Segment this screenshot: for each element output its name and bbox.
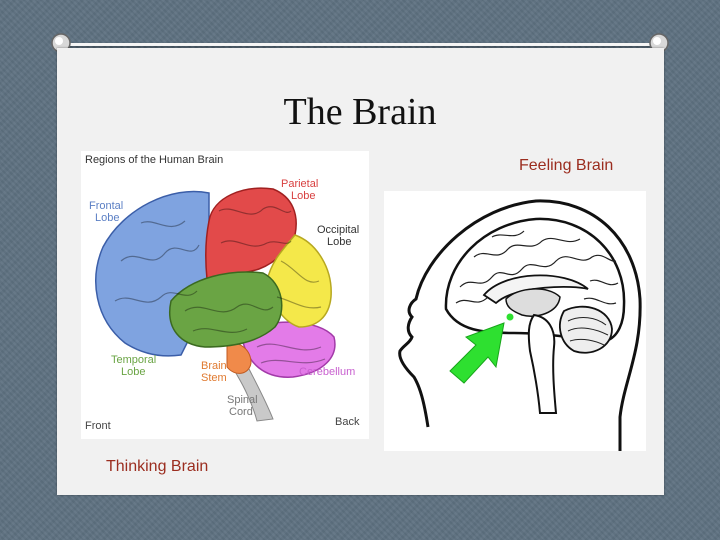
occipital-label-1: Occipital <box>317 224 359 236</box>
brain-regions-diagram: Regions of the Human Brain <box>81 151 369 439</box>
feeling-brain-caption: Feeling Brain <box>519 157 614 174</box>
cerebellum-label: Cerebellum <box>299 366 355 378</box>
temporal-label-2: Lobe <box>121 366 145 378</box>
cerebellum-region <box>240 321 336 378</box>
head-outline <box>398 199 642 451</box>
cerebellum-lines <box>567 317 609 346</box>
frontal-label-2: Lobe <box>95 212 119 224</box>
front-label: Front <box>85 420 111 432</box>
amygdala-highlight <box>506 313 514 321</box>
parietal-label-1: Parietal <box>281 178 318 190</box>
brain-folds <box>114 206 326 364</box>
occipital-label-2: Lobe <box>327 236 351 248</box>
head-sagittal-diagram <box>384 191 646 451</box>
pin-left-icon <box>51 33 71 53</box>
slide-top-rail <box>62 43 662 46</box>
temporal-label-1: Temporal <box>111 354 156 366</box>
spinal-label-2: Cord <box>229 406 253 418</box>
occipital-lobe-region <box>266 234 332 328</box>
slide-title: The Brain <box>283 91 437 133</box>
brainstem-shape <box>527 313 558 414</box>
thinking-brain-caption: Thinking Brain <box>106 458 209 475</box>
spinal-label-1: Spinal <box>227 394 258 406</box>
limbic-region <box>505 288 561 317</box>
pin-right-icon <box>649 33 669 53</box>
pointer-arrow-icon <box>449 322 505 384</box>
brainstem-label-1: Brain <box>201 360 227 372</box>
back-label: Back <box>335 416 360 428</box>
cerebellum-shape <box>559 305 613 354</box>
brainstem-label-2: Stem <box>201 372 227 384</box>
spinal-cord-region <box>230 362 274 422</box>
parietal-label-2: Lobe <box>291 190 315 202</box>
diagram-heading: Regions of the Human Brain <box>85 154 223 166</box>
temporal-lobe-region <box>169 271 283 348</box>
frontal-label-1: Frontal <box>89 200 123 212</box>
